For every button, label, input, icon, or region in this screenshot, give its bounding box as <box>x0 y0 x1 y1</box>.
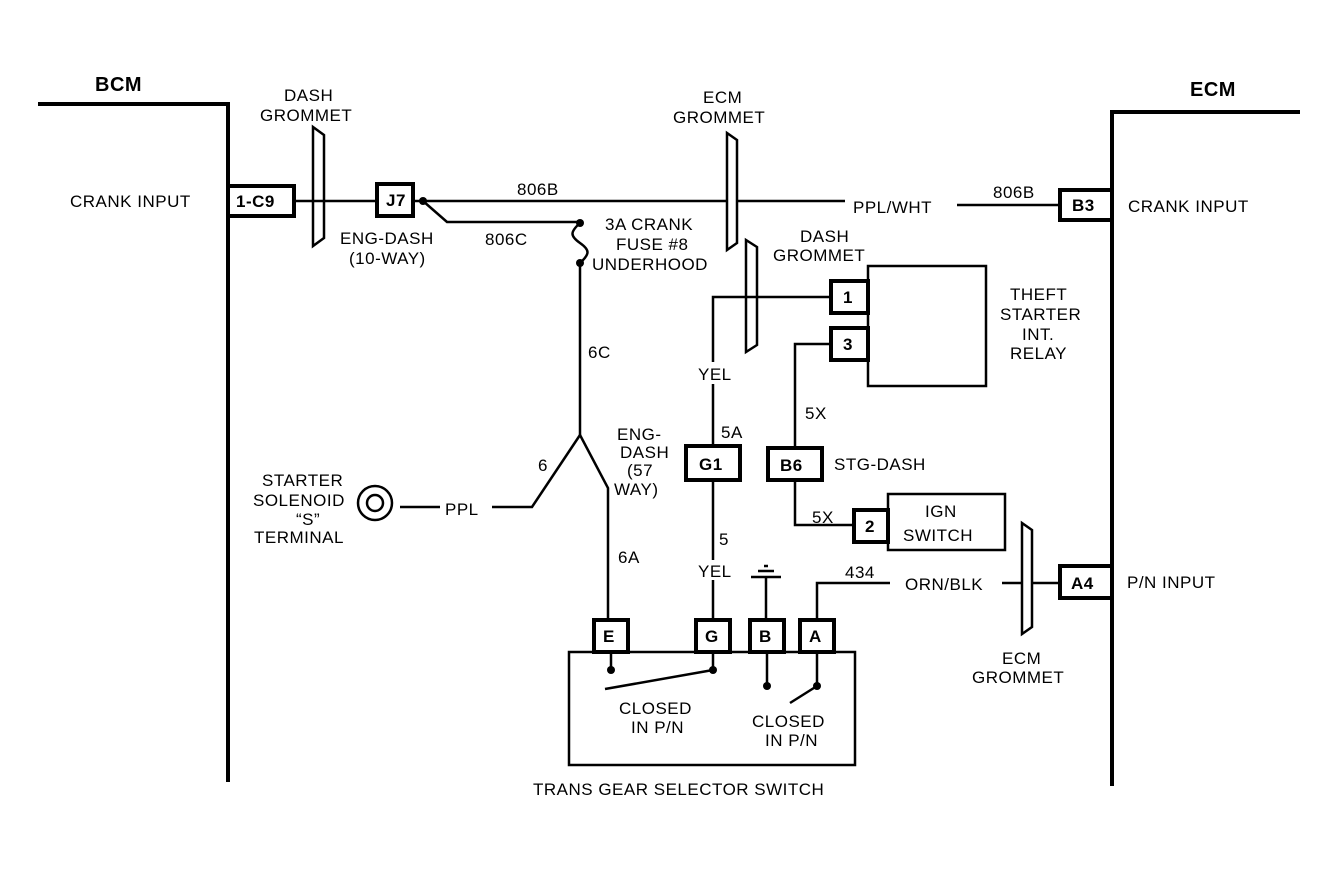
closed-pn-left-line1: CLOSED <box>619 699 692 718</box>
ign-switch: IGN SWITCH <box>886 492 1007 552</box>
fuse-label-line3: UNDERHOOD <box>592 255 708 274</box>
connector-sw-e-label: E <box>603 627 615 646</box>
bcm-module: BCM <box>38 74 230 782</box>
wire-yel-top-label: YEL <box>698 365 732 384</box>
connector-ign-2-label: 2 <box>865 517 875 536</box>
wire-orn-blk-label: ORN/BLK <box>905 575 983 594</box>
wire-5x-top <box>793 342 831 448</box>
ecm-grommet-top-line2: GROMMET <box>673 108 765 127</box>
trans-gear-selector-switch: E G B A CLOSED IN P/N CLOSED IN P/N TRAN… <box>533 618 857 799</box>
wire-6c-label: 6C <box>588 343 611 362</box>
closed-pn-right-line1: CLOSED <box>752 712 825 731</box>
wire-6a <box>578 434 610 624</box>
crank-input-left-label: CRANK INPUT <box>70 192 191 211</box>
wire-806b-label-left: 806B <box>517 180 559 199</box>
connector-a4-label: A4 <box>1071 574 1094 593</box>
dash-grommet-mid-line1: DASH <box>800 227 849 246</box>
closed-pn-left-line2: IN P/N <box>631 718 684 737</box>
starter-solenoid: STARTER SOLENOID “S” TERMINAL <box>253 471 394 547</box>
yel-top-bg <box>695 362 739 384</box>
dash-grommet-left-line2: GROMMET <box>260 106 352 125</box>
connector-relay-1-label: 1 <box>843 288 853 307</box>
wire-6 <box>400 434 582 509</box>
pn-input-label: P/N INPUT <box>1127 573 1216 592</box>
dash-grommet-left: DASH GROMMET <box>260 86 352 249</box>
dash-grommet-left-line1: DASH <box>284 86 333 105</box>
ground-icon <box>751 564 781 624</box>
wire-yel-bottom-label: YEL <box>698 562 732 581</box>
stg-dash-label: STG-DASH <box>834 455 926 474</box>
wire-806c <box>422 200 580 224</box>
ecm-grommet-bottom: ECM GROMMET <box>972 520 1064 687</box>
connector-b3 <box>1058 188 1114 222</box>
eng-dash-10-line1: ENG-DASH <box>340 229 434 248</box>
connector-sw-g-label: G <box>705 627 719 646</box>
connector-sw-a <box>798 618 836 654</box>
connector-b3-label: B3 <box>1072 196 1095 215</box>
ecm-grommet-bottom-line2: GROMMET <box>972 668 1064 687</box>
relay-label-line3: INT. <box>1022 325 1054 344</box>
wire-5x-bottom <box>793 480 854 527</box>
wire-5a-label: 5A <box>721 423 743 442</box>
wire-ppl-wht-label: PPL/WHT <box>853 198 932 217</box>
connector-1-c9 <box>226 184 296 218</box>
starter-label-line1: STARTER <box>262 471 343 490</box>
wire-5x-top-label: 5X <box>805 404 827 423</box>
eng-dash-10-line2: (10-WAY) <box>349 249 426 268</box>
trans-switch-label: TRANS GEAR SELECTOR SWITCH <box>533 780 824 799</box>
wire-yel-top <box>711 295 831 446</box>
connector-sw-b-label: B <box>759 627 772 646</box>
relay-label-line1: THEFT <box>1010 285 1067 304</box>
wire-806c-label: 806C <box>485 230 528 249</box>
dash-grommet-mid-line2: GROMMET <box>773 246 865 265</box>
eng-dash-57-line3: (57 <box>627 461 653 480</box>
wire-806b-label-right: 806B <box>993 183 1035 202</box>
connector-ign-2 <box>852 508 890 544</box>
wire-5x-bottom-label: 5X <box>812 508 834 527</box>
ecm-label: ECM <box>1190 79 1236 101</box>
closed-pn-right-line2: IN P/N <box>765 731 818 750</box>
yel-bottom-bg <box>695 560 739 580</box>
fuse-label-line2: FUSE #8 <box>616 235 688 254</box>
starter-label-line4: TERMINAL <box>254 528 344 547</box>
ign-switch-line1: IGN <box>925 502 957 521</box>
ecm-grommet-bottom-line1: ECM <box>1002 649 1041 668</box>
connector-g1-label: G1 <box>699 455 723 474</box>
connector-j7-label: J7 <box>386 191 406 210</box>
wire-434 <box>815 581 890 624</box>
connector-b6-label: B6 <box>780 456 803 475</box>
connector-1-c9-label: 1-C9 <box>236 192 275 211</box>
fuse-8: 3A CRANK FUSE #8 UNDERHOOD <box>571 215 708 274</box>
bcm-label: BCM <box>95 74 142 96</box>
theft-starter-relay: THEFT STARTER INT. RELAY <box>866 264 1081 388</box>
ecm-grommet-top-line1: ECM <box>703 88 742 107</box>
connector-relay-3-label: 3 <box>843 335 853 354</box>
wire-ppl-label: PPL <box>445 500 479 519</box>
starter-label-line2: SOLENOID <box>253 491 345 510</box>
wire-6-label: 6 <box>538 456 548 475</box>
wire-6a-label: 6A <box>618 548 640 567</box>
eng-dash-57-line2: DASH <box>620 443 669 462</box>
ign-switch-line2: SWITCH <box>903 526 973 545</box>
dash-grommet-mid: DASH GROMMET <box>744 227 865 355</box>
wire-5-label: 5 <box>719 530 729 549</box>
fuse-label-line1: 3A CRANK <box>605 215 693 234</box>
eng-dash-57-line4: WAY) <box>614 480 659 499</box>
wire-434-label: 434 <box>845 563 875 582</box>
relay-label-line2: STARTER <box>1000 305 1081 324</box>
relay-label-line4: RELAY <box>1010 344 1067 363</box>
eng-dash-57-line1: ENG- <box>617 425 662 444</box>
starter-label-line3: “S” <box>296 510 320 529</box>
connector-a4 <box>1058 564 1114 600</box>
ecm-grommet-top: ECM GROMMET <box>673 88 765 253</box>
connector-sw-a-label: A <box>809 627 822 646</box>
ppl-label-bg <box>440 498 492 520</box>
ecm-module: ECM <box>1110 79 1300 786</box>
crank-input-right-label: CRANK INPUT <box>1128 197 1249 216</box>
